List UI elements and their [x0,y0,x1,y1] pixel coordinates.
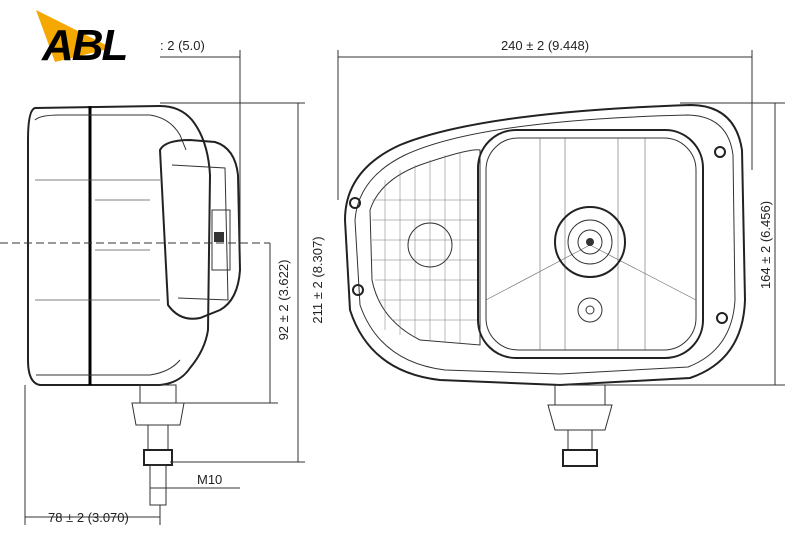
dim-thread: M10 [197,472,222,487]
dim-mount-height: 92 ± 2 (3.622) [276,260,291,341]
dim-depth: 78 ± 2 (3.070) [48,510,129,525]
dim-lens-height: 164 ± 2 (6.456) [758,201,773,289]
dim-width: 240 ± 2 (9.448) [501,38,589,53]
logo-text: ABL [41,21,127,70]
side-view [0,104,270,506]
dimension-lines [24,50,785,525]
logo-triangle [36,10,112,62]
front-view [343,103,747,467]
abl-logo: ABL [36,10,129,70]
dim-top-left: : 2 (5.0) [160,38,205,53]
dim-total-height: 211 ± 2 (8.307) [310,236,325,323]
